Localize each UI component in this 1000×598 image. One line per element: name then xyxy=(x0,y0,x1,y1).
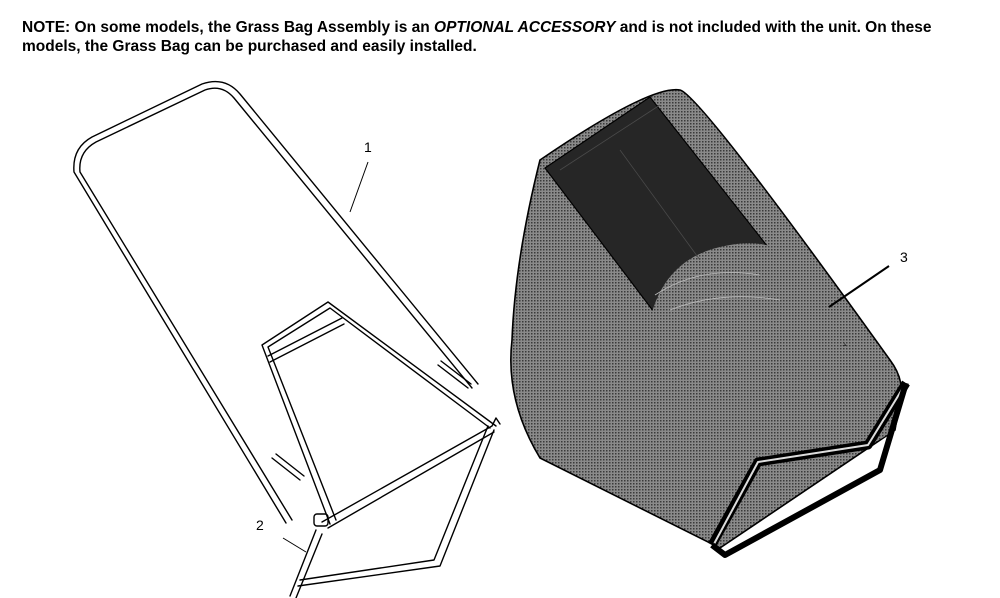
note-text: NOTE: On some models, the Grass Bag Asse… xyxy=(22,18,982,56)
callout-1-label: 1 xyxy=(364,139,372,155)
lower-frame xyxy=(261,301,501,598)
upper-frame xyxy=(73,80,479,524)
note-emphasis: OPTIONAL ACCESSORY xyxy=(434,19,616,36)
callout-leaders xyxy=(282,161,890,553)
note-suffix: and is not included with the unit. On th… xyxy=(22,19,932,55)
callout-2-label: 2 xyxy=(256,517,264,533)
callout-3-label: 3 xyxy=(900,249,908,265)
note-prefix: NOTE: On some models, the Grass Bag Asse… xyxy=(22,19,435,36)
grass-bag xyxy=(510,88,910,558)
